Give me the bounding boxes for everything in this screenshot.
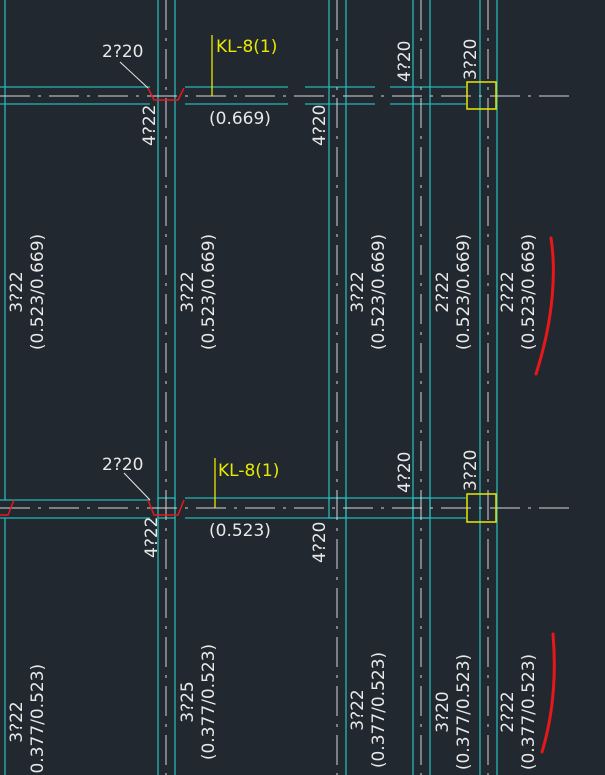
right-top-rebar-label: 4?20 bbox=[395, 452, 415, 493]
column-rebar-label: 3?20 bbox=[461, 450, 481, 491]
beam-outlines bbox=[0, 0, 498, 775]
bottom-rebar-left-label: 4?22 bbox=[140, 105, 160, 146]
top-zone-labels: 2?20 KL-8(1) (0.669) 4?22 4?20 4?20 3?20… bbox=[7, 37, 539, 350]
col4-ratio: (0.523/0.669) bbox=[454, 234, 474, 350]
right-top-rebar-label: 4?20 bbox=[395, 41, 415, 82]
axis-lines bbox=[0, 0, 570, 775]
col4-ratio: (0.377/0.523) bbox=[454, 654, 474, 770]
col1-rebar: 3?22 bbox=[7, 271, 27, 312]
col3-ratio: (0.523/0.669) bbox=[369, 234, 389, 350]
column-top[interactable] bbox=[466, 81, 497, 110]
col5-rebar: 2?22 bbox=[498, 691, 518, 732]
bottom-rebar-mid-label: 4?20 bbox=[310, 522, 330, 563]
top-rebar-label: 2?20 bbox=[102, 42, 143, 62]
col5-ratio: (0.377/0.523) bbox=[519, 654, 539, 770]
beam-ratio-top: (0.669) bbox=[209, 109, 271, 129]
column-rebar-label: 3?20 bbox=[461, 39, 481, 80]
markup-stroke-top bbox=[534, 236, 555, 376]
beam-tag-leaders bbox=[211, 35, 216, 508]
red-markup-strokes bbox=[534, 236, 556, 754]
beam-tag-top[interactable]: KL-8(1) bbox=[216, 37, 277, 57]
col4-rebar: 2?22 bbox=[433, 271, 453, 312]
col5-ratio: (0.523/0.669) bbox=[519, 234, 539, 350]
bottom-zone-labels: 2?20 KL-8(1) (0.523) 4?22 4?20 4?20 3?20… bbox=[7, 450, 539, 775]
col1-rebar: 3?22 bbox=[7, 701, 27, 742]
top-rebar-label: 2?20 bbox=[102, 455, 143, 475]
markup-stroke-bottom bbox=[540, 632, 556, 754]
col3-ratio: (0.377/0.523) bbox=[369, 652, 389, 768]
col1-ratio: (0.377/0.523) bbox=[28, 664, 48, 775]
beam-tag-bottom[interactable]: KL-8(1) bbox=[218, 461, 279, 481]
beam-ratio-bottom: (0.523) bbox=[209, 521, 271, 541]
col3-rebar: 3?22 bbox=[348, 271, 368, 312]
col3-rebar: 3?22 bbox=[348, 689, 368, 730]
col2-rebar: 3?25 bbox=[178, 681, 198, 722]
col2-ratio: (0.523/0.669) bbox=[199, 234, 219, 350]
bottom-rebar-mid-label: 4?20 bbox=[310, 105, 330, 146]
column-markers bbox=[466, 81, 497, 523]
col4-rebar: 3?20 bbox=[433, 691, 453, 732]
leader-lines bbox=[119, 61, 151, 501]
column-bottom[interactable] bbox=[466, 493, 497, 523]
col1-ratio: (0.523/0.669) bbox=[28, 234, 48, 350]
beam-end-rebar-marks bbox=[0, 87, 185, 516]
col2-ratio: (0.377/0.523) bbox=[199, 644, 219, 760]
bottom-rebar-left-label: 4?22 bbox=[142, 517, 162, 558]
col5-rebar: 2?22 bbox=[498, 271, 518, 312]
col2-rebar: 3?22 bbox=[178, 271, 198, 312]
